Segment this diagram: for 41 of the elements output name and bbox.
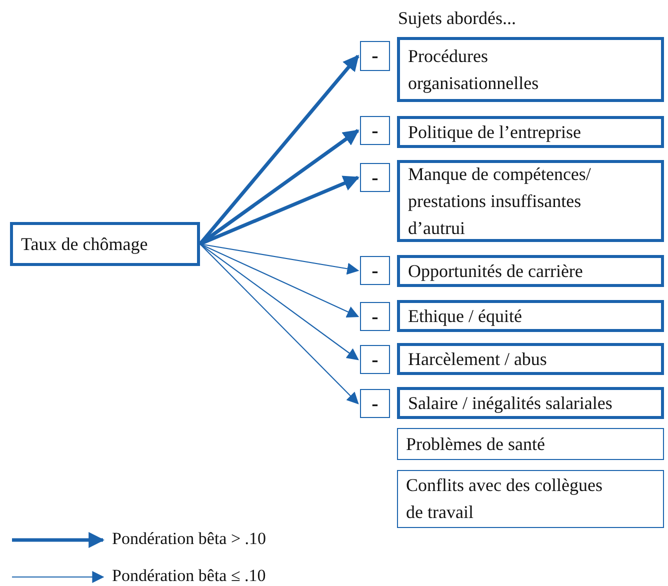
arrow bbox=[200, 244, 360, 318]
topic-box bbox=[397, 255, 664, 287]
box-label: Opportunités de carrière bbox=[408, 260, 583, 283]
box-label: Conflits avec des collègues de travail bbox=[406, 474, 604, 524]
topic-box bbox=[397, 387, 664, 419]
legend-label: Pondération bêta ≤ .10 bbox=[112, 566, 266, 586]
minus-sign: - bbox=[372, 258, 378, 284]
minus-sign: - bbox=[372, 44, 378, 69]
arrow bbox=[200, 244, 359, 404]
sign-box bbox=[360, 345, 390, 374]
box-label: Politique de l’entreprise bbox=[408, 120, 581, 144]
arrow bbox=[200, 243, 360, 275]
legend-label: Pondération bêta > .10 bbox=[112, 529, 266, 549]
topic-box bbox=[397, 470, 664, 528]
arrow bbox=[200, 244, 359, 360]
minus-sign: - bbox=[372, 304, 378, 330]
box-label: Manque de compétences/ prestations insuffisantes d’autrui bbox=[408, 162, 592, 240]
topic-box bbox=[397, 37, 664, 102]
topic-box bbox=[397, 428, 664, 460]
topic-box bbox=[397, 160, 664, 242]
sign-box bbox=[360, 41, 390, 71]
box-label: Salaire / inégalités salariales bbox=[408, 392, 612, 415]
sign-box bbox=[360, 116, 390, 145]
minus-sign: - bbox=[372, 166, 378, 190]
topic-box bbox=[397, 116, 664, 148]
sign-box bbox=[360, 302, 390, 331]
sign-box bbox=[360, 389, 390, 418]
box-label: Harcèlement / abus bbox=[408, 348, 547, 370]
sign-box bbox=[360, 256, 390, 285]
box-label: Problèmes de santé bbox=[406, 432, 545, 456]
box-label: Taux de chômage bbox=[21, 232, 148, 256]
topic-box bbox=[397, 343, 664, 375]
column-heading: Sujets abordés... bbox=[398, 8, 516, 29]
minus-sign: - bbox=[372, 348, 378, 372]
box-label: Procédures organisationnelles bbox=[408, 44, 540, 95]
box-label: Ethique / équité bbox=[408, 304, 522, 328]
sign-box bbox=[360, 163, 390, 192]
minus-sign: - bbox=[372, 392, 378, 416]
topic-box bbox=[397, 300, 664, 332]
minus-sign: - bbox=[372, 118, 378, 144]
process-box bbox=[10, 222, 200, 266]
